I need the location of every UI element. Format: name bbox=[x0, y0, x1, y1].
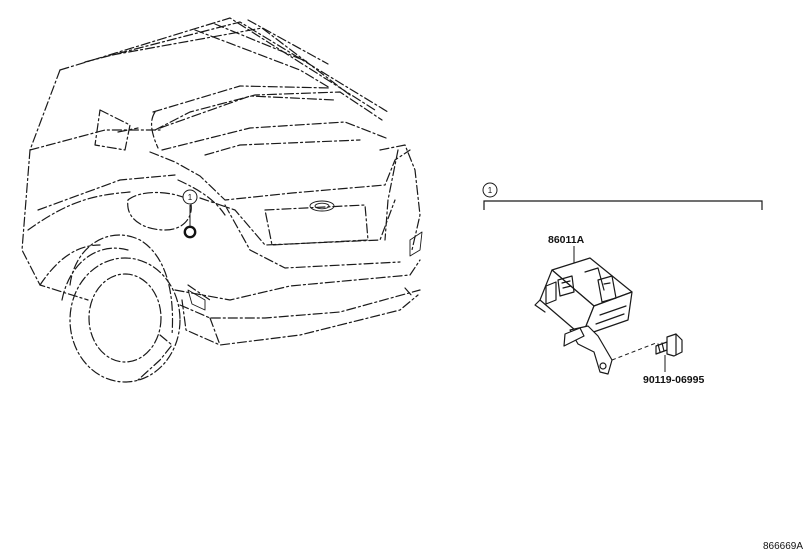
vehicle-emblem bbox=[309, 200, 335, 212]
vehicle-rear-bumper bbox=[174, 259, 421, 346]
vehicle-rear-hatch bbox=[151, 91, 387, 156]
bolt-assembly: 90119-06995 bbox=[611, 333, 704, 386]
group-bracket-line bbox=[483, 200, 763, 210]
vehicle-reflectors bbox=[187, 231, 423, 311]
bolt-part-number: 90119-06995 bbox=[643, 374, 704, 386]
illustration-id: 866669A bbox=[763, 541, 803, 552]
vehicle-callout: 1 bbox=[182, 189, 198, 239]
vehicle-tire bbox=[69, 257, 181, 383]
module-assembly: 86011A bbox=[534, 234, 633, 375]
vehicle-quarter-panel bbox=[127, 179, 226, 231]
bolt-alignment-line bbox=[611, 342, 657, 361]
vehicle-tail-area bbox=[149, 144, 421, 269]
vehicle-body-side bbox=[21, 69, 176, 301]
callout-circle-car bbox=[182, 189, 198, 205]
vehicle-wheel-arch bbox=[61, 234, 174, 381]
vehicle-illustration: 1 bbox=[21, 17, 423, 383]
module-location-marker bbox=[183, 225, 197, 239]
callout-circle-group bbox=[482, 182, 498, 198]
vehicle-roof bbox=[59, 17, 389, 129]
module-part-number: 86011A bbox=[548, 234, 585, 246]
group-bracket: 1 bbox=[482, 182, 763, 210]
vehicle-emblem-inner bbox=[314, 202, 330, 210]
bolt-body bbox=[655, 333, 683, 357]
callout-number-car: 1 bbox=[188, 193, 193, 202]
module-body bbox=[534, 257, 633, 375]
callout-number-group: 1 bbox=[488, 186, 493, 195]
